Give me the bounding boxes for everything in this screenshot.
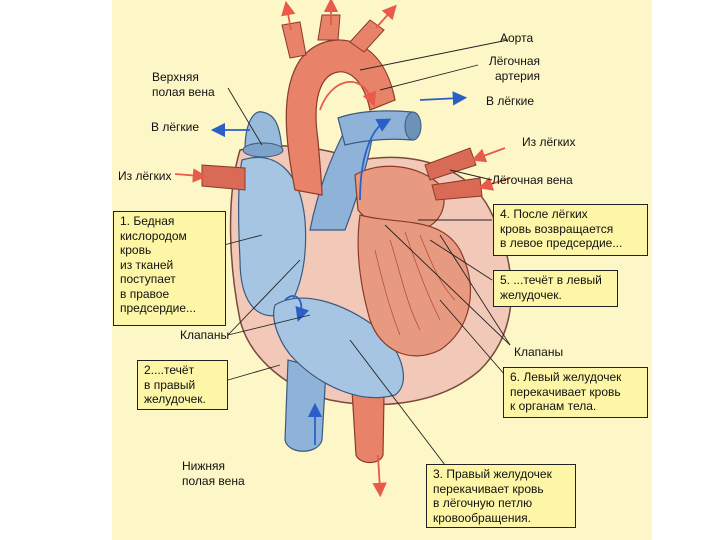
blue-arrows bbox=[210, 91, 468, 445]
pulmonary-branch bbox=[337, 110, 414, 146]
label-to-lungs-left: В лёгкие bbox=[151, 120, 200, 134]
label-pulmonary-artery: Лёгочная артерия bbox=[488, 54, 540, 83]
step-4-box: 4. После лёгких кровь возвращается в лев… bbox=[493, 204, 648, 256]
pulmonary-vein-lower bbox=[431, 177, 483, 201]
step-2-box: 2....течёт в правый желудочек. bbox=[137, 360, 228, 410]
svc-opening bbox=[242, 142, 284, 158]
label-valves-left: Клапаны bbox=[180, 328, 230, 342]
aorta-branch-1 bbox=[281, 21, 307, 59]
left-ventricle bbox=[357, 214, 471, 357]
right-ventricle bbox=[273, 297, 404, 399]
pulmonary-vein-left bbox=[201, 164, 246, 191]
aortic-arch bbox=[285, 39, 396, 196]
label-valves-right: Клапаны bbox=[514, 345, 564, 359]
label-to-lungs-right: В лёгкие bbox=[486, 94, 535, 108]
label-pulmonary-vein: Лёгочная вена bbox=[492, 173, 573, 187]
red-arrows bbox=[174, 0, 511, 498]
descending-aorta bbox=[351, 389, 385, 464]
step-6-box: 6. Левый желудочек перекачивает кровь к … bbox=[503, 367, 648, 418]
label-inferior-vena-cava: Нижняя полая вена bbox=[182, 459, 245, 488]
superior-vena-cava bbox=[244, 111, 283, 151]
step-1-box: 1. Бедная кислородом кровь из тканей пос… bbox=[113, 211, 226, 326]
step-3-box: 3. Правый желудочек перекачивает кровь в… bbox=[426, 464, 576, 528]
pulmonary-vein-upper bbox=[424, 147, 477, 181]
step-5-box: 5. ...течёт в левый желудочек. bbox=[493, 270, 618, 307]
aorta-branch-2 bbox=[317, 14, 341, 41]
label-from-lungs-left: Из лёгких bbox=[118, 169, 172, 183]
label-superior-vena-cava: Верхняя полая вена bbox=[152, 70, 215, 99]
aorta-branch-3 bbox=[349, 19, 385, 53]
leader-lines bbox=[223, 39, 511, 466]
label-aorta: Аорта bbox=[500, 31, 534, 45]
pulmonary-opening bbox=[404, 111, 422, 141]
left-ventricle-muscle-lines bbox=[374, 231, 456, 336]
label-from-lungs-right: Из лёгких bbox=[522, 135, 576, 149]
